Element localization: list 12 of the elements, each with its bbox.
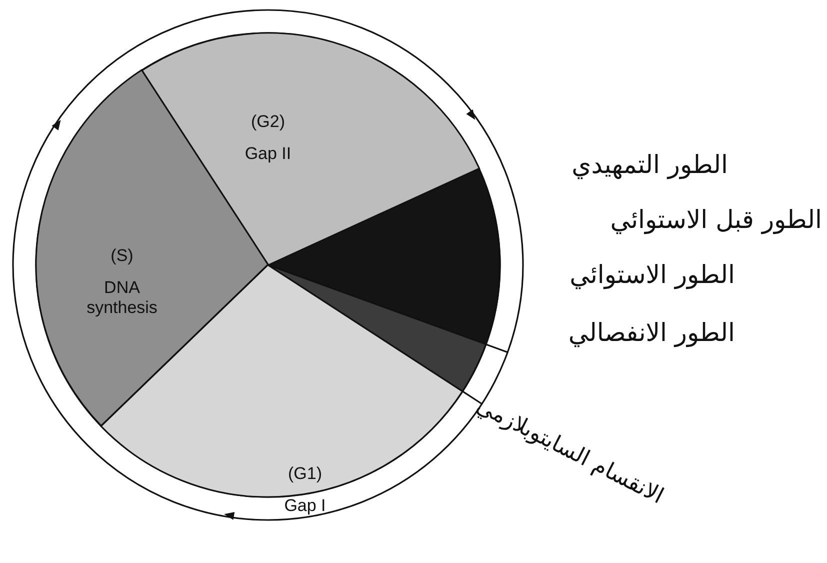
pie-sector [142, 33, 479, 265]
phase-name: DNA synthesis [86, 278, 158, 318]
phase-label: الانقسام السايتوبلازمي [472, 393, 668, 510]
phase-label: الطور الاستوائي [570, 260, 735, 289]
phase-label: الطور قبل الاستوائي [610, 205, 822, 234]
phase-label: الطور التمهيدي [572, 150, 728, 179]
phase-name: Gap II [244, 144, 292, 164]
phase-symbol: (S) [110, 246, 134, 266]
phase-symbol: (G2) [250, 112, 286, 132]
phase-name: Gap I [283, 496, 327, 516]
phase-symbol: (G1) [286, 464, 323, 484]
phase-label: الطور الانفصالي [568, 318, 735, 347]
